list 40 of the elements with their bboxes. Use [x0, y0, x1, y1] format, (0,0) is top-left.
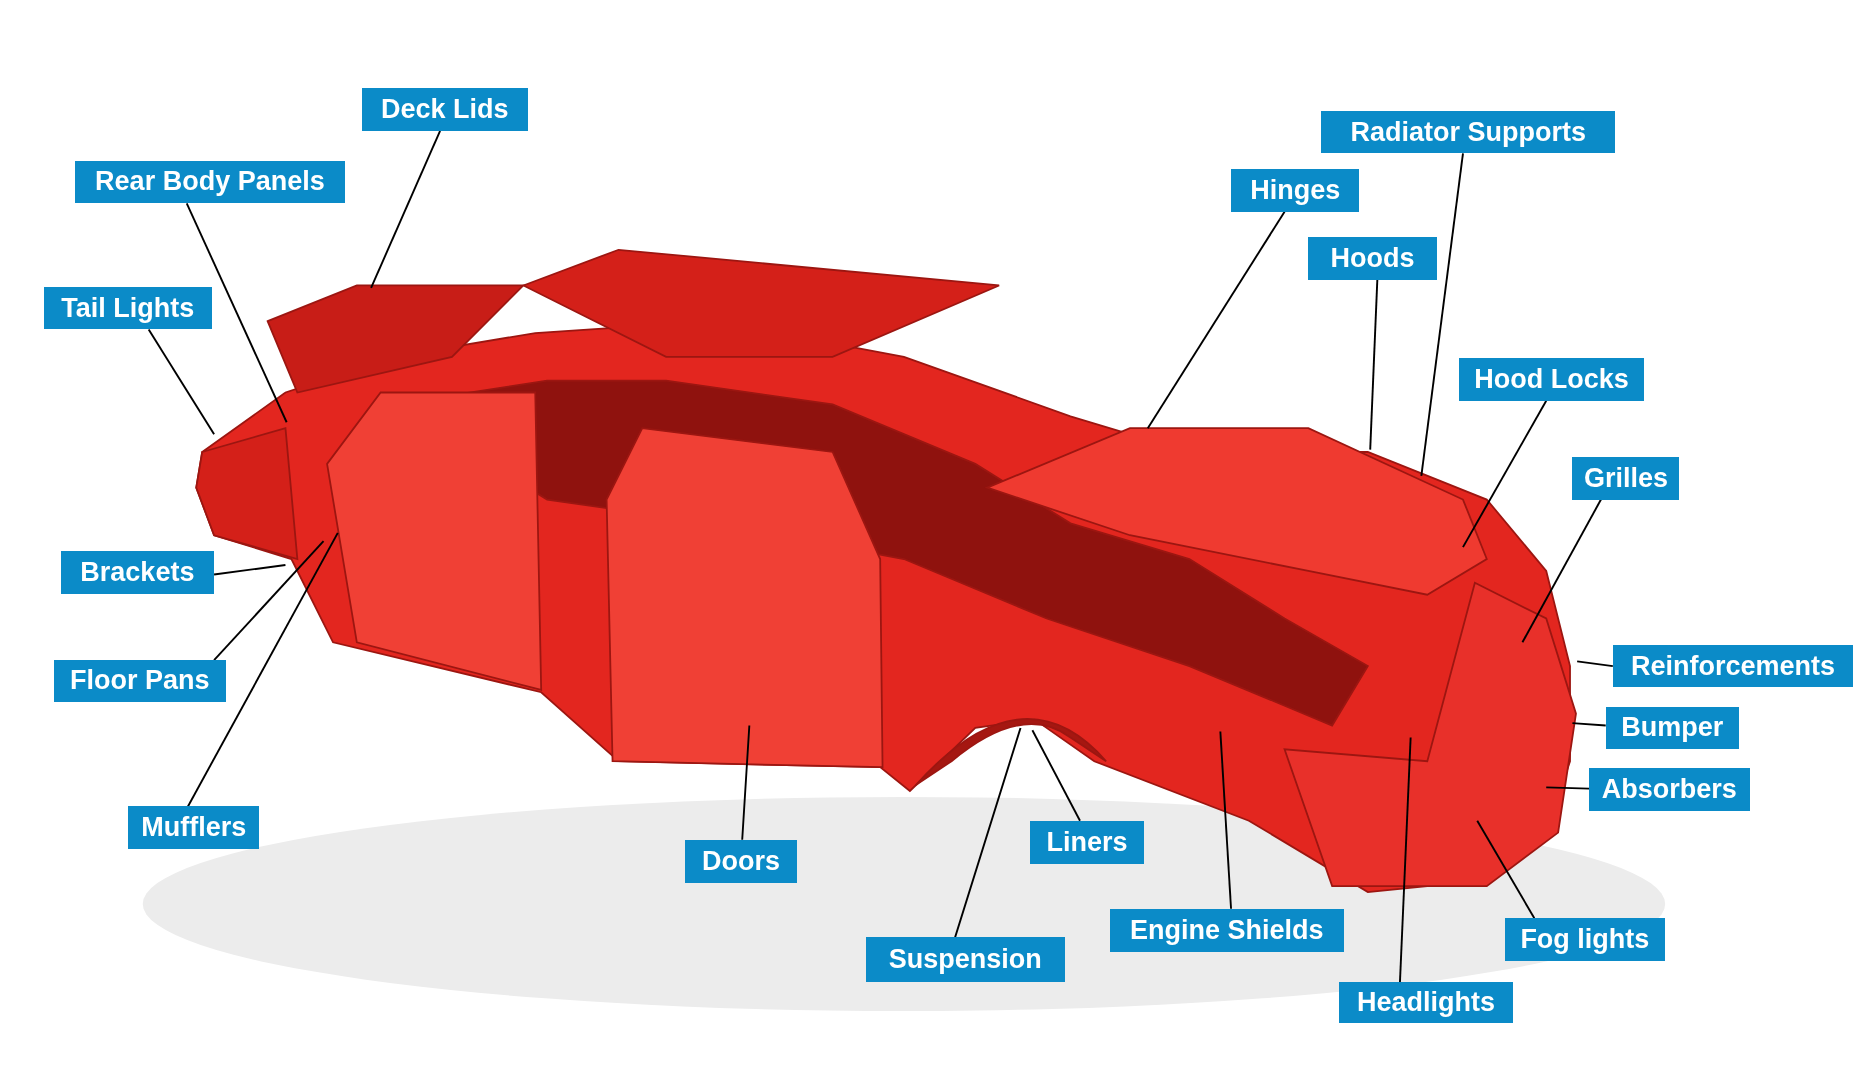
- leader-line: [185, 202, 288, 424]
- leader-line: [1031, 729, 1081, 822]
- leader-line: [187, 531, 339, 808]
- leader-line: [1420, 152, 1464, 477]
- leader-line: [1219, 730, 1232, 910]
- part-label: Doors: [685, 839, 797, 883]
- part-label: Hinges: [1231, 168, 1360, 212]
- part-label: Headlights: [1339, 982, 1513, 1023]
- part-label: Brackets: [60, 550, 215, 594]
- leader-line: [1521, 498, 1602, 644]
- part-label: Fog lights: [1504, 918, 1666, 962]
- part-label: Reinforcements: [1612, 644, 1854, 688]
- part-label: Floor Pans: [53, 660, 226, 702]
- part-label: Rear Body Panels: [74, 160, 345, 204]
- part-label: Engine Shields: [1109, 908, 1345, 952]
- leader-line: [213, 564, 287, 576]
- leader-line: [1399, 736, 1412, 984]
- leader-line: [1571, 722, 1607, 727]
- leader-line: [1369, 278, 1379, 451]
- part-label: Bumper: [1605, 706, 1739, 750]
- part-label: Hood Locks: [1459, 358, 1644, 401]
- part-label: Deck Lids: [361, 88, 529, 131]
- leader-line: [741, 724, 751, 841]
- part-label: Hoods: [1308, 236, 1437, 280]
- part-label: Radiator Supports: [1321, 110, 1616, 154]
- leader-line: [1576, 660, 1614, 668]
- leader-line: [1545, 786, 1590, 790]
- leader-line: [213, 540, 325, 662]
- leader-line: [1462, 399, 1548, 549]
- part-label: Tail Lights: [44, 286, 212, 330]
- leader-line: [1146, 210, 1286, 430]
- part-label: Mufflers: [128, 806, 260, 850]
- part-label: Absorbers: [1589, 768, 1750, 812]
- leader-line: [1476, 819, 1536, 920]
- leader-line: [147, 328, 216, 436]
- part-label: Grilles: [1572, 456, 1680, 500]
- part-label: Suspension: [865, 937, 1065, 983]
- leader-line: [954, 726, 1022, 939]
- part-label: Liners: [1030, 820, 1145, 864]
- leader-line: [370, 129, 442, 289]
